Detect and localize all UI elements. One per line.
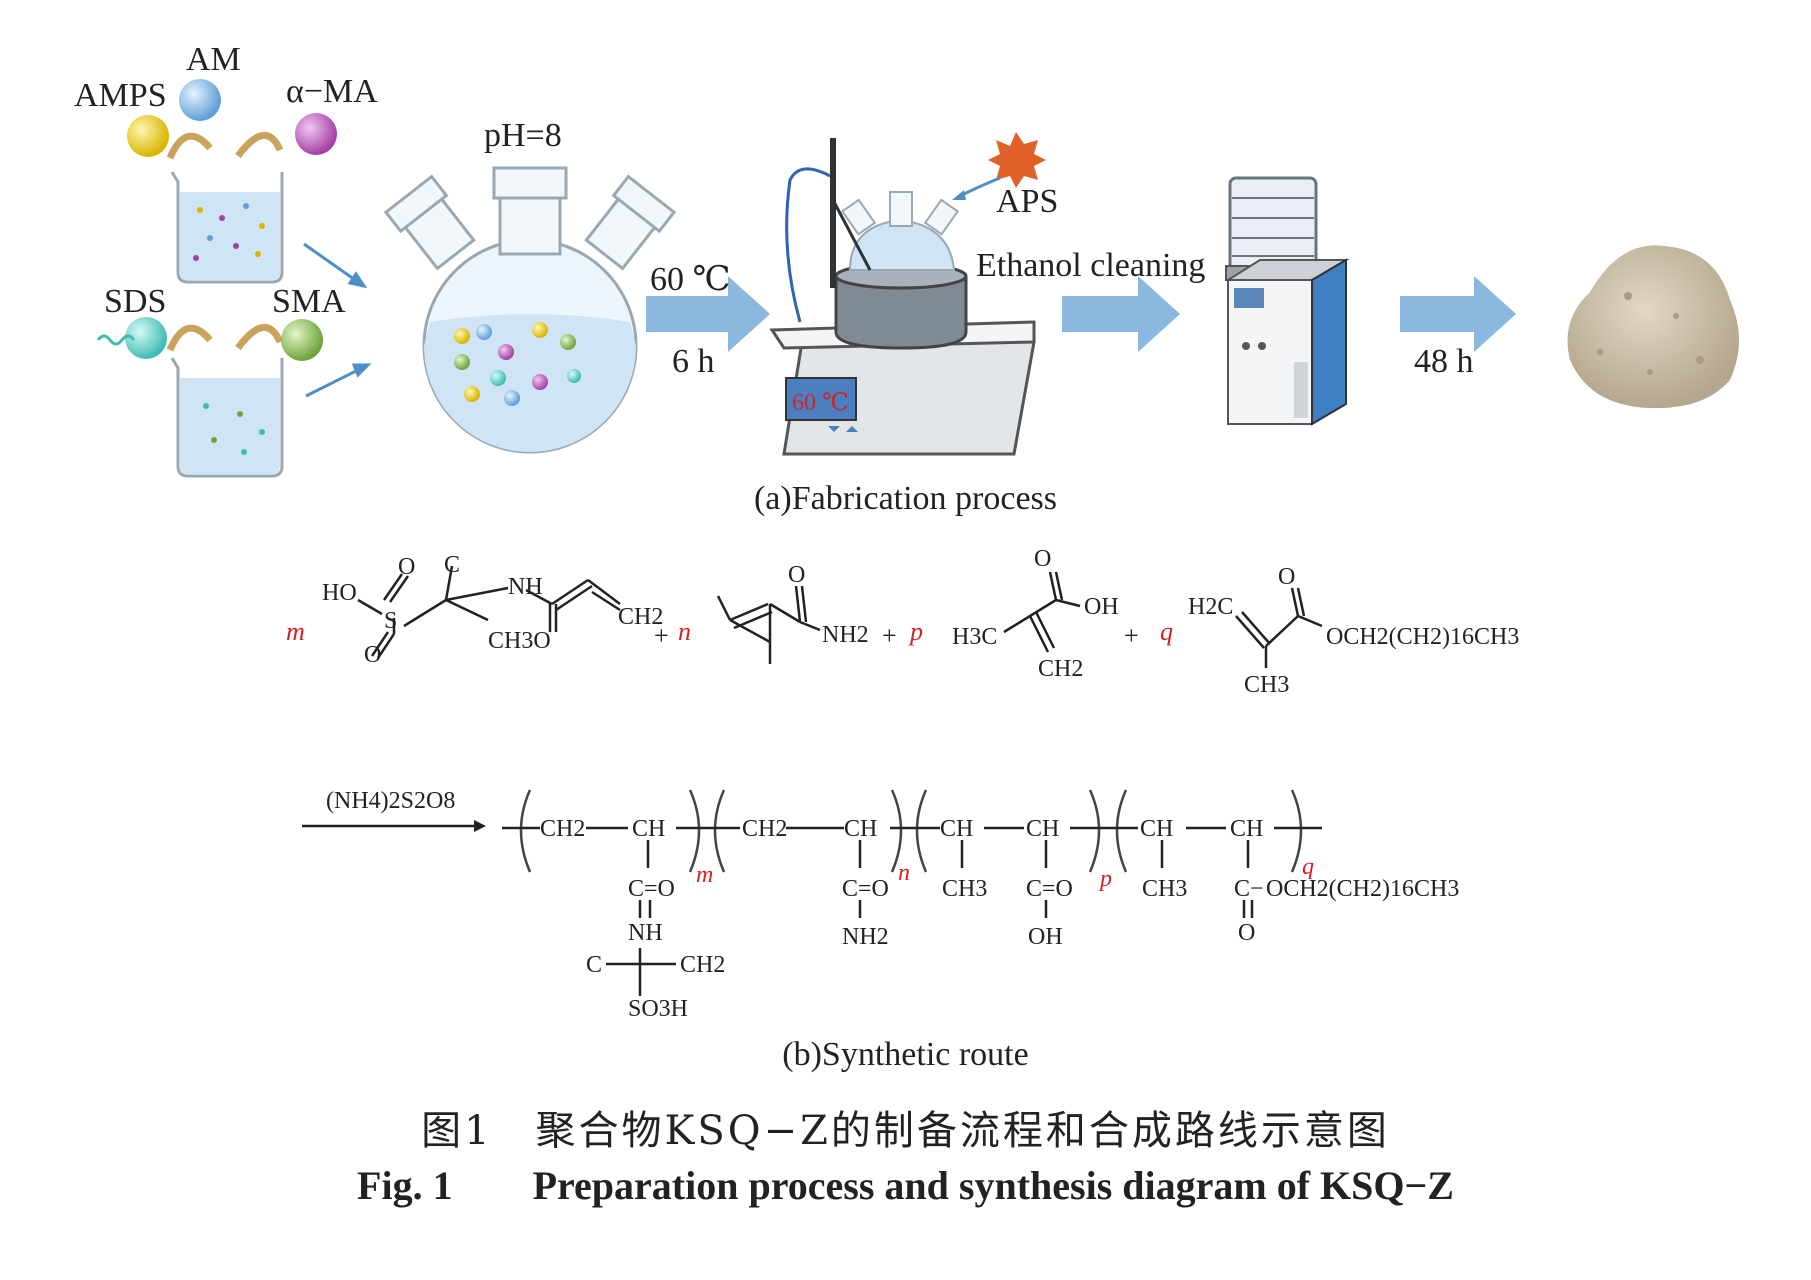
process-arrow-3 <box>1400 276 1516 352</box>
prod-nh2: NH2 <box>842 924 889 950</box>
sma-ch3: CH3 <box>1244 672 1289 698</box>
oxidant-label: (NH4)2S2O8 <box>326 788 455 814</box>
label-drying-time: 48 h <box>1414 343 1474 380</box>
prod-oh: OH <box>1028 924 1063 950</box>
sma-h2c: H2C <box>1188 594 1233 620</box>
label-amps: AMPS <box>74 77 167 114</box>
label-alpha-ma: α−MA <box>286 73 378 110</box>
label-aps: APS <box>996 183 1058 220</box>
sds-tail <box>96 334 136 346</box>
prod-ch3-3: CH3 <box>942 876 987 902</box>
prod-ch-2: CH <box>844 816 877 842</box>
merge-arrows <box>303 242 372 398</box>
prod-ch-5: CH <box>1140 816 1173 842</box>
prod-c: C <box>586 952 602 978</box>
prod-co-1: C=O <box>628 876 675 902</box>
prod-co-4: C=O <box>1026 876 1073 902</box>
label-am: AM <box>186 41 241 78</box>
amps-s: S <box>384 608 397 634</box>
aps-arrow-head <box>952 190 966 200</box>
beaker-bottom <box>170 357 284 478</box>
coef-m-product: m <box>696 862 713 888</box>
amps-ch2: CH2 <box>618 604 663 630</box>
prod-o-6: O <box>1238 920 1255 946</box>
sma-ester: OCH2(CH2)16CH3 <box>1326 624 1519 650</box>
powder-pile <box>1567 245 1739 409</box>
figure-caption-text: Preparation process and synthesis diagra… <box>532 1163 1454 1208</box>
beaker-top <box>170 171 284 284</box>
figure-caption-english: Fig. 1 Preparation process and synthesis… <box>0 1162 1811 1209</box>
ma-o: O <box>1034 546 1051 572</box>
am-sphere <box>179 79 221 121</box>
amps-o-bottom: O <box>364 642 381 668</box>
am-o: O <box>788 562 805 588</box>
prod-ch2-amps: CH2 <box>680 952 725 978</box>
coef-q: q <box>1160 617 1173 646</box>
coef-m: m <box>286 617 305 646</box>
sds-sphere <box>125 317 167 359</box>
beaker-bottom-particles <box>203 403 265 455</box>
figure-caption-chinese: 图1 聚合物KSQ−Z的制备流程和合成路线示意图 <box>421 1108 1390 1154</box>
coef-p: p <box>908 617 923 646</box>
am-nh2: NH2 <box>822 622 869 648</box>
process-arrow-2 <box>1062 276 1180 352</box>
prod-ch-1: CH <box>632 816 665 842</box>
alpha-ma-sphere <box>295 113 337 155</box>
heating-apparatus <box>769 138 1036 456</box>
flask-particles <box>454 322 581 406</box>
label-ethanol-cleaning: Ethanol cleaning <box>976 247 1205 284</box>
beaker-top-particles <box>193 203 265 261</box>
prod-ch3-5: CH3 <box>1142 876 1187 902</box>
sma-o: O <box>1278 564 1295 590</box>
label-ph: pH=8 <box>484 117 562 154</box>
label-reaction-time: 6 h <box>672 343 715 380</box>
three-neck-flask <box>383 166 677 454</box>
figure-label-gap <box>453 1163 533 1208</box>
label-reaction-temp: 60 ℃ <box>650 261 731 298</box>
prod-nh: NH <box>628 920 663 946</box>
process-arrow-1 <box>646 276 770 352</box>
amps-nh: NH <box>508 574 543 600</box>
plus-1: + <box>654 621 669 650</box>
amps-o-top: O <box>398 554 415 580</box>
label-sma: SMA <box>272 283 346 320</box>
ma-oh: OH <box>1084 594 1119 620</box>
sma-sphere <box>281 319 323 361</box>
curved-arrows <box>166 131 284 352</box>
prod-c-6: C− <box>1234 876 1264 902</box>
aps-star-icon <box>988 132 1046 188</box>
coef-q-product: q <box>1302 854 1314 880</box>
coef-n: n <box>678 617 691 646</box>
prod-ch-3: CH <box>940 816 973 842</box>
prod-ch-6: CH <box>1230 816 1263 842</box>
subcaption-a: (a)Fabrication process <box>753 480 1058 517</box>
product-row: (NH4)2S2O8 CH2 CH C=O m NH C <box>302 788 1459 1022</box>
reactant-row: m HO S O O C NH CH3O CH2 + n O <box>286 546 1519 698</box>
coef-n-product: n <box>898 860 910 886</box>
aps-arrow <box>959 176 1001 198</box>
prod-co-2: C=O <box>842 876 889 902</box>
amps-ch3o: CH3O <box>488 628 551 654</box>
figure-label: Fig. 1 <box>357 1163 453 1208</box>
amps-c: C <box>444 552 460 578</box>
reaction-arrow-head <box>474 820 486 832</box>
prod-ch2-1: CH2 <box>540 816 585 842</box>
subcaption-b: (b)Synthetic route <box>782 1036 1029 1073</box>
coef-p-product: p <box>1098 866 1112 892</box>
prod-so3h: SO3H <box>628 996 688 1022</box>
prod-ch-4: CH <box>1026 816 1059 842</box>
plus-2: + <box>882 621 897 650</box>
amps-sphere <box>127 115 169 157</box>
freeze-dryer <box>1224 176 1350 426</box>
ma-ch2: CH2 <box>1038 656 1083 682</box>
heater-display-temp: 60 ℃ <box>792 390 849 416</box>
ma-h3c: H3C <box>952 624 997 650</box>
prod-ester: OCH2(CH2)16CH3 <box>1266 876 1459 902</box>
label-sds: SDS <box>104 283 166 320</box>
plus-3: + <box>1124 621 1139 650</box>
prod-ch2-2: CH2 <box>742 816 787 842</box>
amps-ho: HO <box>322 580 357 606</box>
